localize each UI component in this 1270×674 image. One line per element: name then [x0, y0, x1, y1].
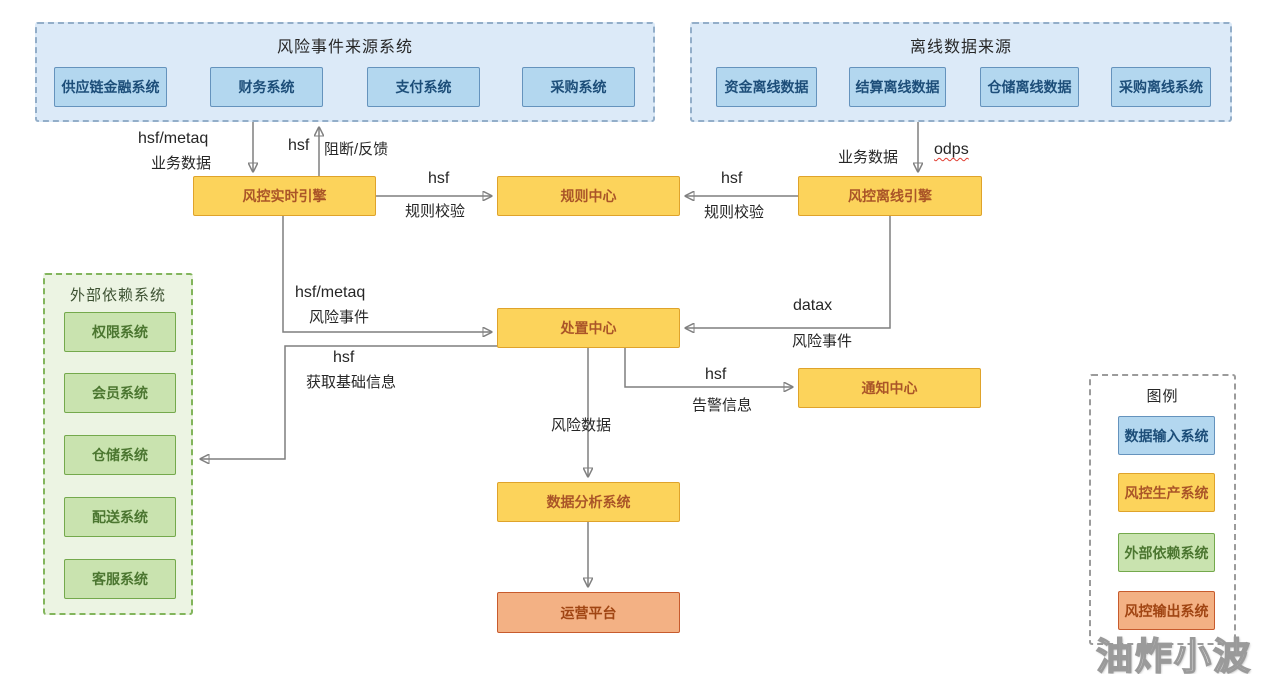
edge-realtime-to-disposal — [282, 216, 491, 332]
node-notification-center: 通知中心 — [798, 368, 981, 408]
edge-label-data: 风险数据 — [551, 417, 612, 434]
watermark: 油炸小波 — [1095, 635, 1252, 674]
edge-label-protocol: hsf — [288, 137, 310, 154]
group-title: 风险事件来源系统 — [276, 39, 413, 56]
node-disposal-center: 处置中心 — [497, 308, 680, 348]
legend-title: 图例 — [1146, 388, 1179, 405]
edge-disposal-to-notify — [624, 348, 792, 387]
edge-label-protocol: hsf — [721, 170, 743, 187]
edge-label-protocol: hsf — [333, 349, 355, 366]
legend-item-external-dependency: 外部依赖系统 — [1118, 533, 1215, 572]
node-customer-service-system: 客服系统 — [64, 559, 176, 599]
legend-item-data-input: 数据输入系统 — [1118, 416, 1215, 455]
node-realtime-risk-engine: 风控实时引擎 — [193, 176, 376, 216]
node-warehouse-offline-data: 仓储离线数据 — [980, 67, 1079, 107]
node-procurement-offline-system: 采购离线系统 — [1111, 67, 1211, 107]
edge-label-data: 业务数据 — [151, 155, 212, 172]
node-data-analysis-system: 数据分析系统 — [497, 482, 680, 522]
edge-label-protocol: datax — [793, 297, 833, 314]
edge-offline-to-disposal — [686, 216, 891, 328]
edge-label-data: 规则校验 — [405, 203, 466, 220]
group-external-dependencies: 外部依赖系统 权限系统 会员系统 仓储系统 配送系统 客服系统 — [43, 273, 193, 615]
edge-label-protocol: hsf/metaq — [295, 284, 366, 301]
node-delivery-system: 配送系统 — [64, 497, 176, 537]
node-finance-system: 财务系统 — [210, 67, 323, 107]
node-settlement-offline-data: 结算离线数据 — [849, 67, 946, 107]
node-procurement-system: 采购系统 — [522, 67, 635, 107]
edge-label-data: 业务数据 — [838, 149, 899, 166]
edge-label-data: 告警信息 — [692, 397, 753, 414]
legend: 图例 数据输入系统 风控生产系统 外部依赖系统 风控输出系统 — [1089, 374, 1236, 645]
edge-label-data: 规则校验 — [704, 204, 765, 221]
edge-label-data: 风险事件 — [792, 333, 853, 350]
group-title: 离线数据来源 — [909, 39, 1012, 56]
edge-label-data: 风险事件 — [309, 309, 370, 326]
node-member-system: 会员系统 — [64, 373, 176, 413]
edge-label-data: 阻断/反馈 — [324, 141, 389, 158]
node-warehouse-system: 仓储系统 — [64, 435, 176, 475]
group-offline-data-sources: 离线数据来源 资金离线数据 结算离线数据 仓储离线数据 采购离线系统 — [690, 22, 1232, 122]
node-supply-chain-finance: 供应链金融系统 — [54, 67, 167, 107]
node-funds-offline-data: 资金离线数据 — [716, 67, 817, 107]
group-title: 外部依赖系统 — [69, 287, 166, 304]
node-rule-center: 规则中心 — [497, 176, 680, 216]
edge-label-data: 获取基础信息 — [306, 374, 397, 391]
edge-label-protocol-odps: odps — [934, 141, 969, 158]
node-payment-system: 支付系统 — [367, 67, 480, 107]
legend-item-risk-output: 风控输出系统 — [1118, 591, 1215, 630]
node-offline-risk-engine: 风控离线引擎 — [798, 176, 982, 216]
edge-label-protocol: hsf/metaq — [138, 130, 209, 147]
legend-item-risk-production: 风控生产系统 — [1118, 473, 1215, 512]
edge-disposal-to-external — [201, 345, 499, 459]
edge-label-protocol: hsf — [428, 170, 450, 187]
node-operations-platform: 运营平台 — [497, 592, 680, 633]
edge-label-protocol: hsf — [705, 366, 727, 383]
group-risk-event-sources: 风险事件来源系统 供应链金融系统 财务系统 支付系统 采购系统 — [35, 22, 655, 122]
node-permission-system: 权限系统 — [64, 312, 176, 352]
